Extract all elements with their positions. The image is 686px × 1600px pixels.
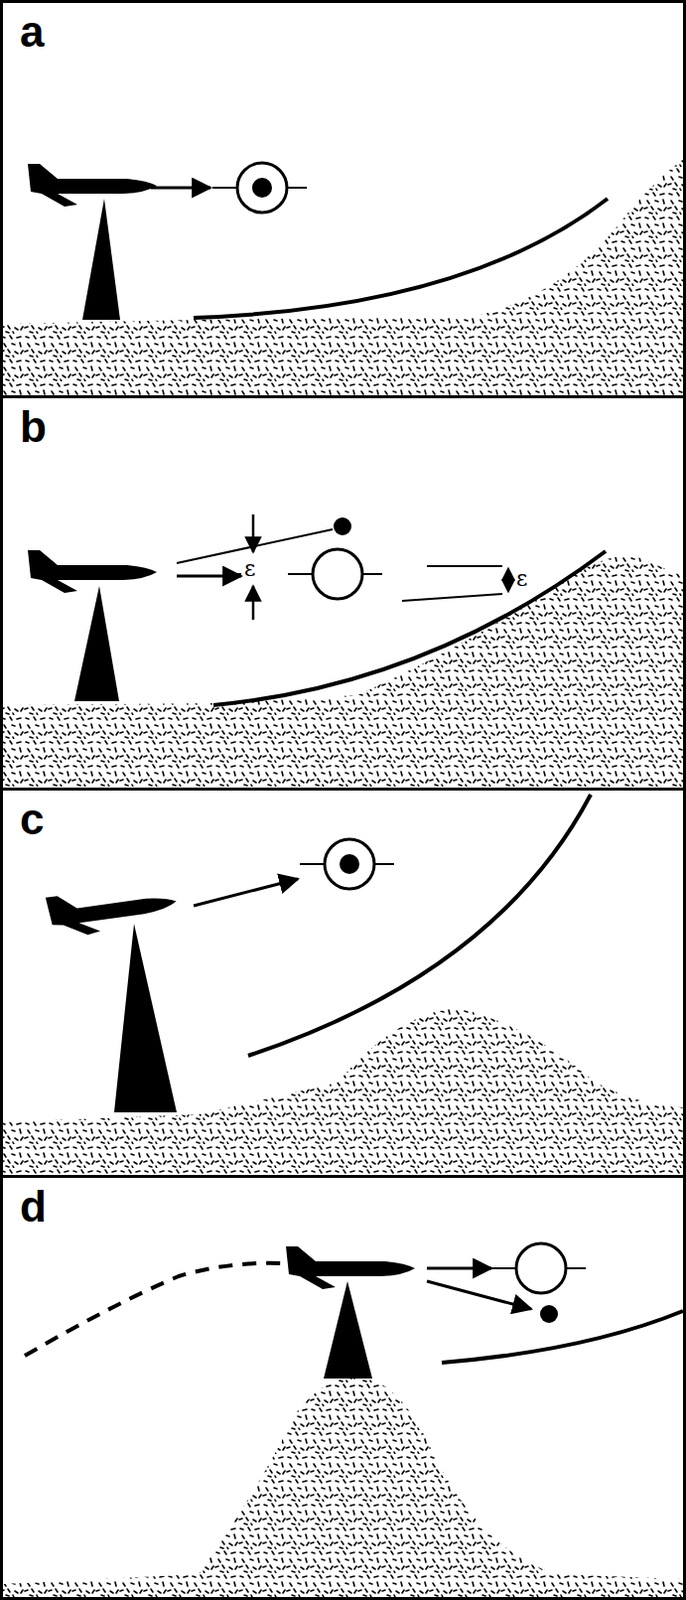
panel-letter: a [19,9,44,54]
panel-letter: b [19,405,47,449]
panel-a-art [2,158,684,396]
angle-symbol: ε [516,567,528,590]
panel-b-art [2,514,684,788]
panel-letter: c [19,797,44,841]
angle-symbol: ε [244,557,256,580]
panel-d-art [2,1242,684,1597]
panel-c-art [2,794,684,1175]
panel-letter: d [19,1184,47,1229]
